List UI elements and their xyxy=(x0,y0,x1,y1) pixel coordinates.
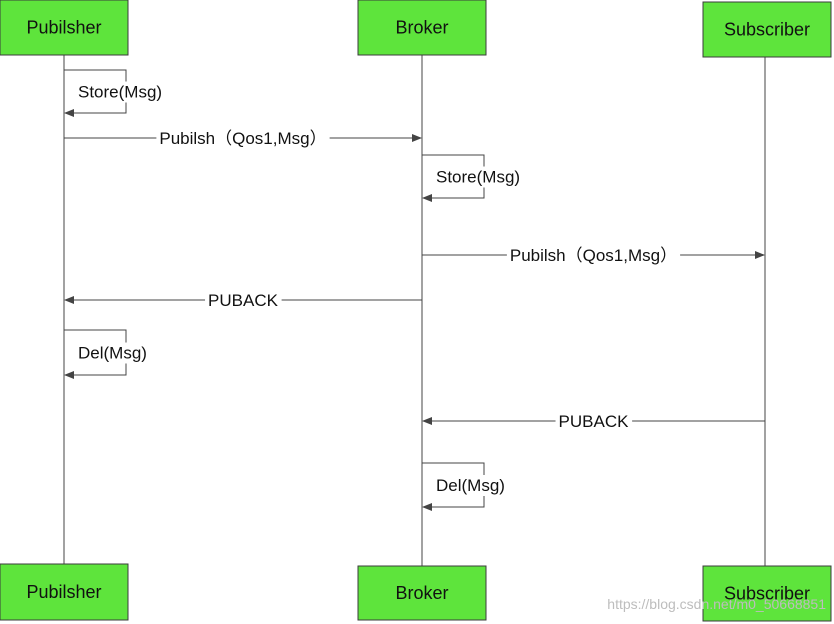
self-message-6: Del(Msg) xyxy=(64,329,149,379)
message-label-2: Pubilsh（Qos1,Msg） xyxy=(159,129,326,148)
message-label-6: Del(Msg) xyxy=(78,344,147,363)
message-arrow-5: PUBACK xyxy=(64,291,422,310)
message-label-5: PUBACK xyxy=(208,291,279,310)
actor-label-publisher-top: Pubilsher xyxy=(26,18,101,38)
message-arrow-7: PUBACK xyxy=(422,412,765,431)
actor-box-subscriber-bottom: Subscriber xyxy=(702,565,832,622)
actor-box-broker-bottom: Broker xyxy=(357,565,487,621)
actor-label-publisher-bottom: Pubilsher xyxy=(26,582,101,602)
message-label-4: Pubilsh（Qos1,Msg） xyxy=(510,246,677,265)
actor-label-subscriber-bottom: Subscriber xyxy=(724,584,810,604)
self-message-1: Store(Msg) xyxy=(64,69,165,117)
self-message-3: Store(Msg) xyxy=(422,154,523,202)
message-arrow-4: Pubilsh（Qos1,Msg） xyxy=(422,246,765,265)
message-label-3: Store(Msg) xyxy=(436,168,520,187)
actor-box-broker-top: Broker xyxy=(357,0,487,56)
actor-label-subscriber-top: Subscriber xyxy=(724,20,810,40)
actor-box-publisher-top: Pubilsher xyxy=(0,0,129,56)
self-message-8: Del(Msg) xyxy=(422,462,507,511)
actor-box-subscriber-top: Subscriber xyxy=(702,1,832,58)
watermark: https://blog.csdn.net/m0_50668851 xyxy=(607,596,826,612)
actor-box-publisher-bottom: Pubilsher xyxy=(0,563,129,621)
message-label-8: Del(Msg) xyxy=(436,476,505,495)
message-label-7: PUBACK xyxy=(559,412,630,431)
message-arrow-2: Pubilsh（Qos1,Msg） xyxy=(64,129,422,148)
actor-label-broker-bottom: Broker xyxy=(395,583,448,603)
message-label-1: Store(Msg) xyxy=(78,83,162,102)
actor-label-broker-top: Broker xyxy=(395,18,448,38)
